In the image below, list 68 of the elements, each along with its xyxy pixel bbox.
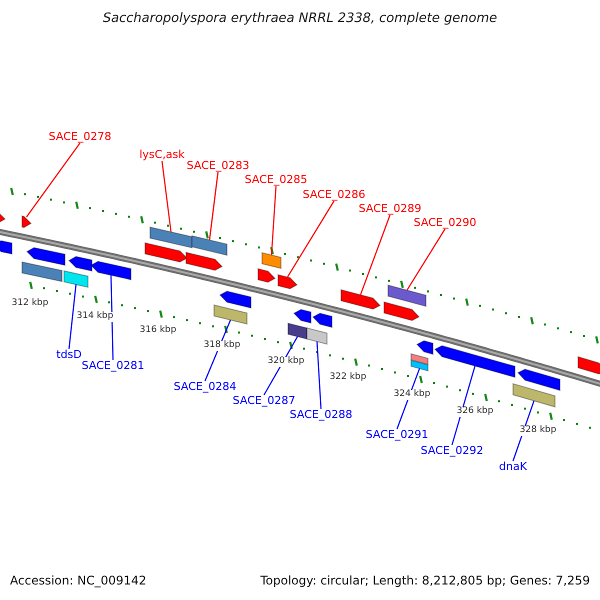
gene-label: SACE_0289 <box>358 202 422 216</box>
scale-label: 318 kbp <box>202 341 242 351</box>
gene-feature <box>26 247 66 266</box>
gene-block <box>410 353 428 366</box>
gene-feature <box>416 340 434 355</box>
scale-label: 328 kbp <box>518 426 558 436</box>
leader-line <box>286 200 335 278</box>
gene-block <box>192 235 228 256</box>
gene-feature <box>434 345 516 378</box>
gene-block <box>64 270 88 288</box>
leader-line <box>360 214 391 295</box>
leader-line <box>26 142 80 218</box>
gene-label: tdsD <box>56 348 82 362</box>
gene-feature <box>278 274 298 290</box>
gene-block <box>22 261 62 282</box>
gene-feature <box>22 215 32 228</box>
leader-line <box>451 366 476 446</box>
gene-feature <box>68 256 92 272</box>
scale-label: 322 kbp <box>328 373 368 383</box>
scale-label: 314 kbp <box>76 312 114 322</box>
gene-feature <box>578 356 600 375</box>
gene-label: SACE_0288 <box>290 408 352 422</box>
gene-feature <box>186 252 223 271</box>
gene-label: SACE_0286 <box>302 188 366 202</box>
scale-label: 326 kbp <box>456 407 494 417</box>
gene-label: SACE_0291 <box>366 428 428 442</box>
gene-block <box>214 304 248 325</box>
scale-label: 316 kbp <box>138 326 178 336</box>
gene-block <box>306 327 328 345</box>
gene-feature <box>0 240 12 255</box>
gene-block <box>388 284 426 307</box>
gene-feature <box>340 289 381 310</box>
leader-line <box>68 284 77 350</box>
gene-feature <box>517 368 560 392</box>
gene-block <box>512 383 556 408</box>
scale-label: 324 kbp <box>392 390 432 400</box>
leader-line <box>110 275 114 360</box>
gene-feature <box>144 242 188 263</box>
leader-line <box>406 228 446 291</box>
gene-label: SACE_0281 <box>82 360 144 372</box>
diagram-title: Saccharopolyspora erythraea NRRL 2338, complete genome <box>102 12 498 26</box>
gene-label: SACE_0287 <box>232 394 296 408</box>
gene-label: SACE_0278 <box>48 130 112 144</box>
accession-text: Accession: NC_009142 <box>10 574 146 588</box>
gene-block <box>150 226 192 248</box>
gene-label: SACE_0292 <box>420 444 484 458</box>
gene-feature <box>312 312 332 328</box>
leader-line <box>316 341 322 410</box>
gene-label: SACE_0283 <box>186 160 250 172</box>
leader-line <box>208 172 219 240</box>
gene-label: lysC,ask <box>139 148 185 162</box>
gene-label: SACE_0285 <box>244 174 308 186</box>
leader-line <box>270 186 277 256</box>
gene-feature <box>258 268 276 283</box>
genome-stats-text: Topology: circular; Length: 8,212,805 bp; Genes: 7,259 <box>260 574 590 588</box>
leader-line <box>161 160 172 232</box>
scale-label: 320 kbp <box>266 357 306 367</box>
gene-label: dnaK <box>499 460 527 474</box>
gene-feature <box>219 290 252 309</box>
gene-feature <box>293 308 312 324</box>
gene-feature <box>384 301 420 322</box>
gene-block <box>410 360 428 372</box>
gene-label: SACE_0290 <box>414 216 476 230</box>
gene-block <box>262 252 282 270</box>
gene-feature <box>0 210 6 224</box>
gene-label: SACE_0284 <box>174 380 236 394</box>
scale-label: 312 kbp <box>10 299 50 309</box>
gene-block <box>288 322 308 340</box>
